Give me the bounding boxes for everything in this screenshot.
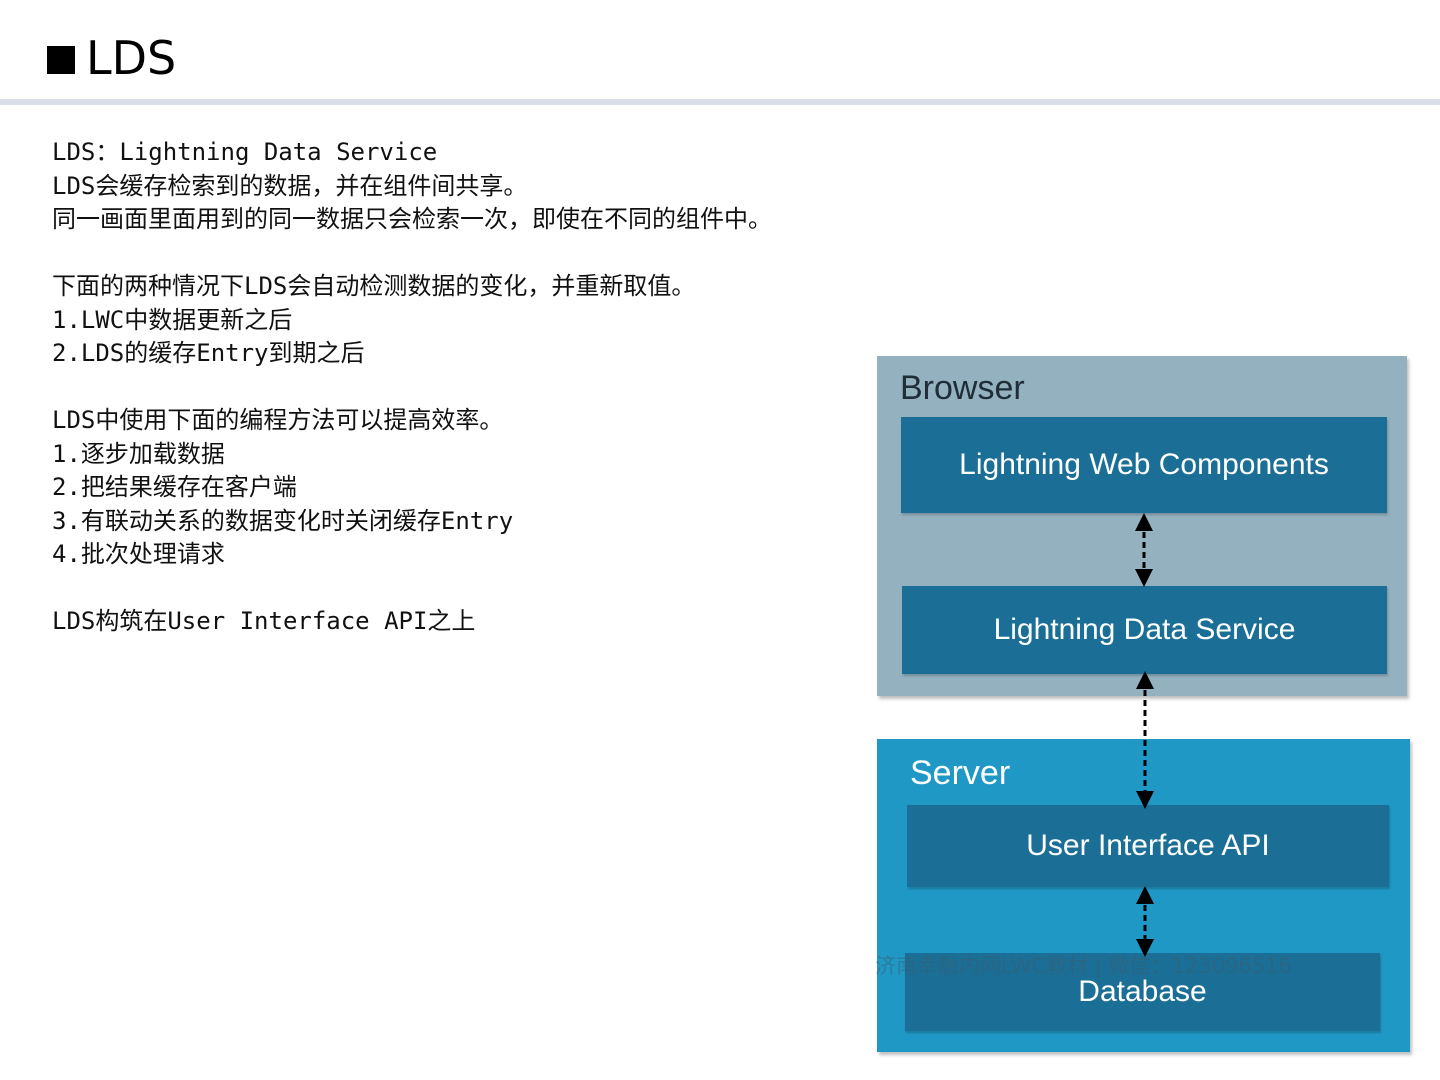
body-line: 1.LWC中数据更新之后	[52, 305, 293, 334]
body-line: LDS中使用下面的编程方法可以提高效率。	[52, 406, 504, 434]
browser-layer: Browser Lightning Web Components Lightni…	[877, 356, 1407, 696]
body-line: 下面的两种情况下LDS会自动检测数据的变化，并重新取值。	[52, 272, 696, 300]
body-line: 3.有联动关系的数据变化时关闭缓存Entry	[52, 506, 514, 535]
architecture-diagram: Browser Lightning Web Components Lightni…	[870, 350, 1420, 1060]
server-label: Server	[910, 754, 1011, 792]
body-line	[52, 371, 852, 405]
server-layer: Server User Interface API Database	[877, 739, 1410, 1052]
body-line: 同一画面里面用到的同一数据只会检索一次，即使在不同的组件中。	[52, 205, 772, 233]
body-line: LDS会缓存检索到的数据，并在组件间共享。	[52, 171, 528, 200]
node-user-interface-api: User Interface API	[907, 805, 1389, 887]
body-line: 2.LDS的缓存Entry到期之后	[52, 339, 365, 367]
body-line: LDS构筑在User Interface API之上	[52, 607, 476, 635]
slide-header: LDS	[0, 0, 1440, 105]
browser-label: Browser	[900, 369, 1025, 407]
body-line: 4.批次处理请求	[52, 540, 225, 568]
body-line: 2.把结果缓存在客户端	[52, 473, 297, 501]
node-lightning-data-service: Lightning Data Service	[902, 586, 1387, 674]
title-bullet-square	[47, 46, 75, 74]
body-line	[52, 237, 852, 271]
body-line: 1.逐步加载数据	[52, 439, 225, 468]
body-line	[52, 572, 852, 606]
slide-body-text: LDS：Lightning Data Service LDS会缓存检索到的数据，…	[52, 136, 852, 639]
body-line: LDS：Lightning Data Service	[52, 138, 438, 166]
connector-arrows	[1135, 513, 1154, 957]
title-divider	[0, 99, 1440, 105]
node-database: Database	[905, 953, 1380, 1031]
slide-title: LDS	[86, 31, 177, 85]
node-lightning-web-components: Lightning Web Components	[901, 417, 1387, 513]
